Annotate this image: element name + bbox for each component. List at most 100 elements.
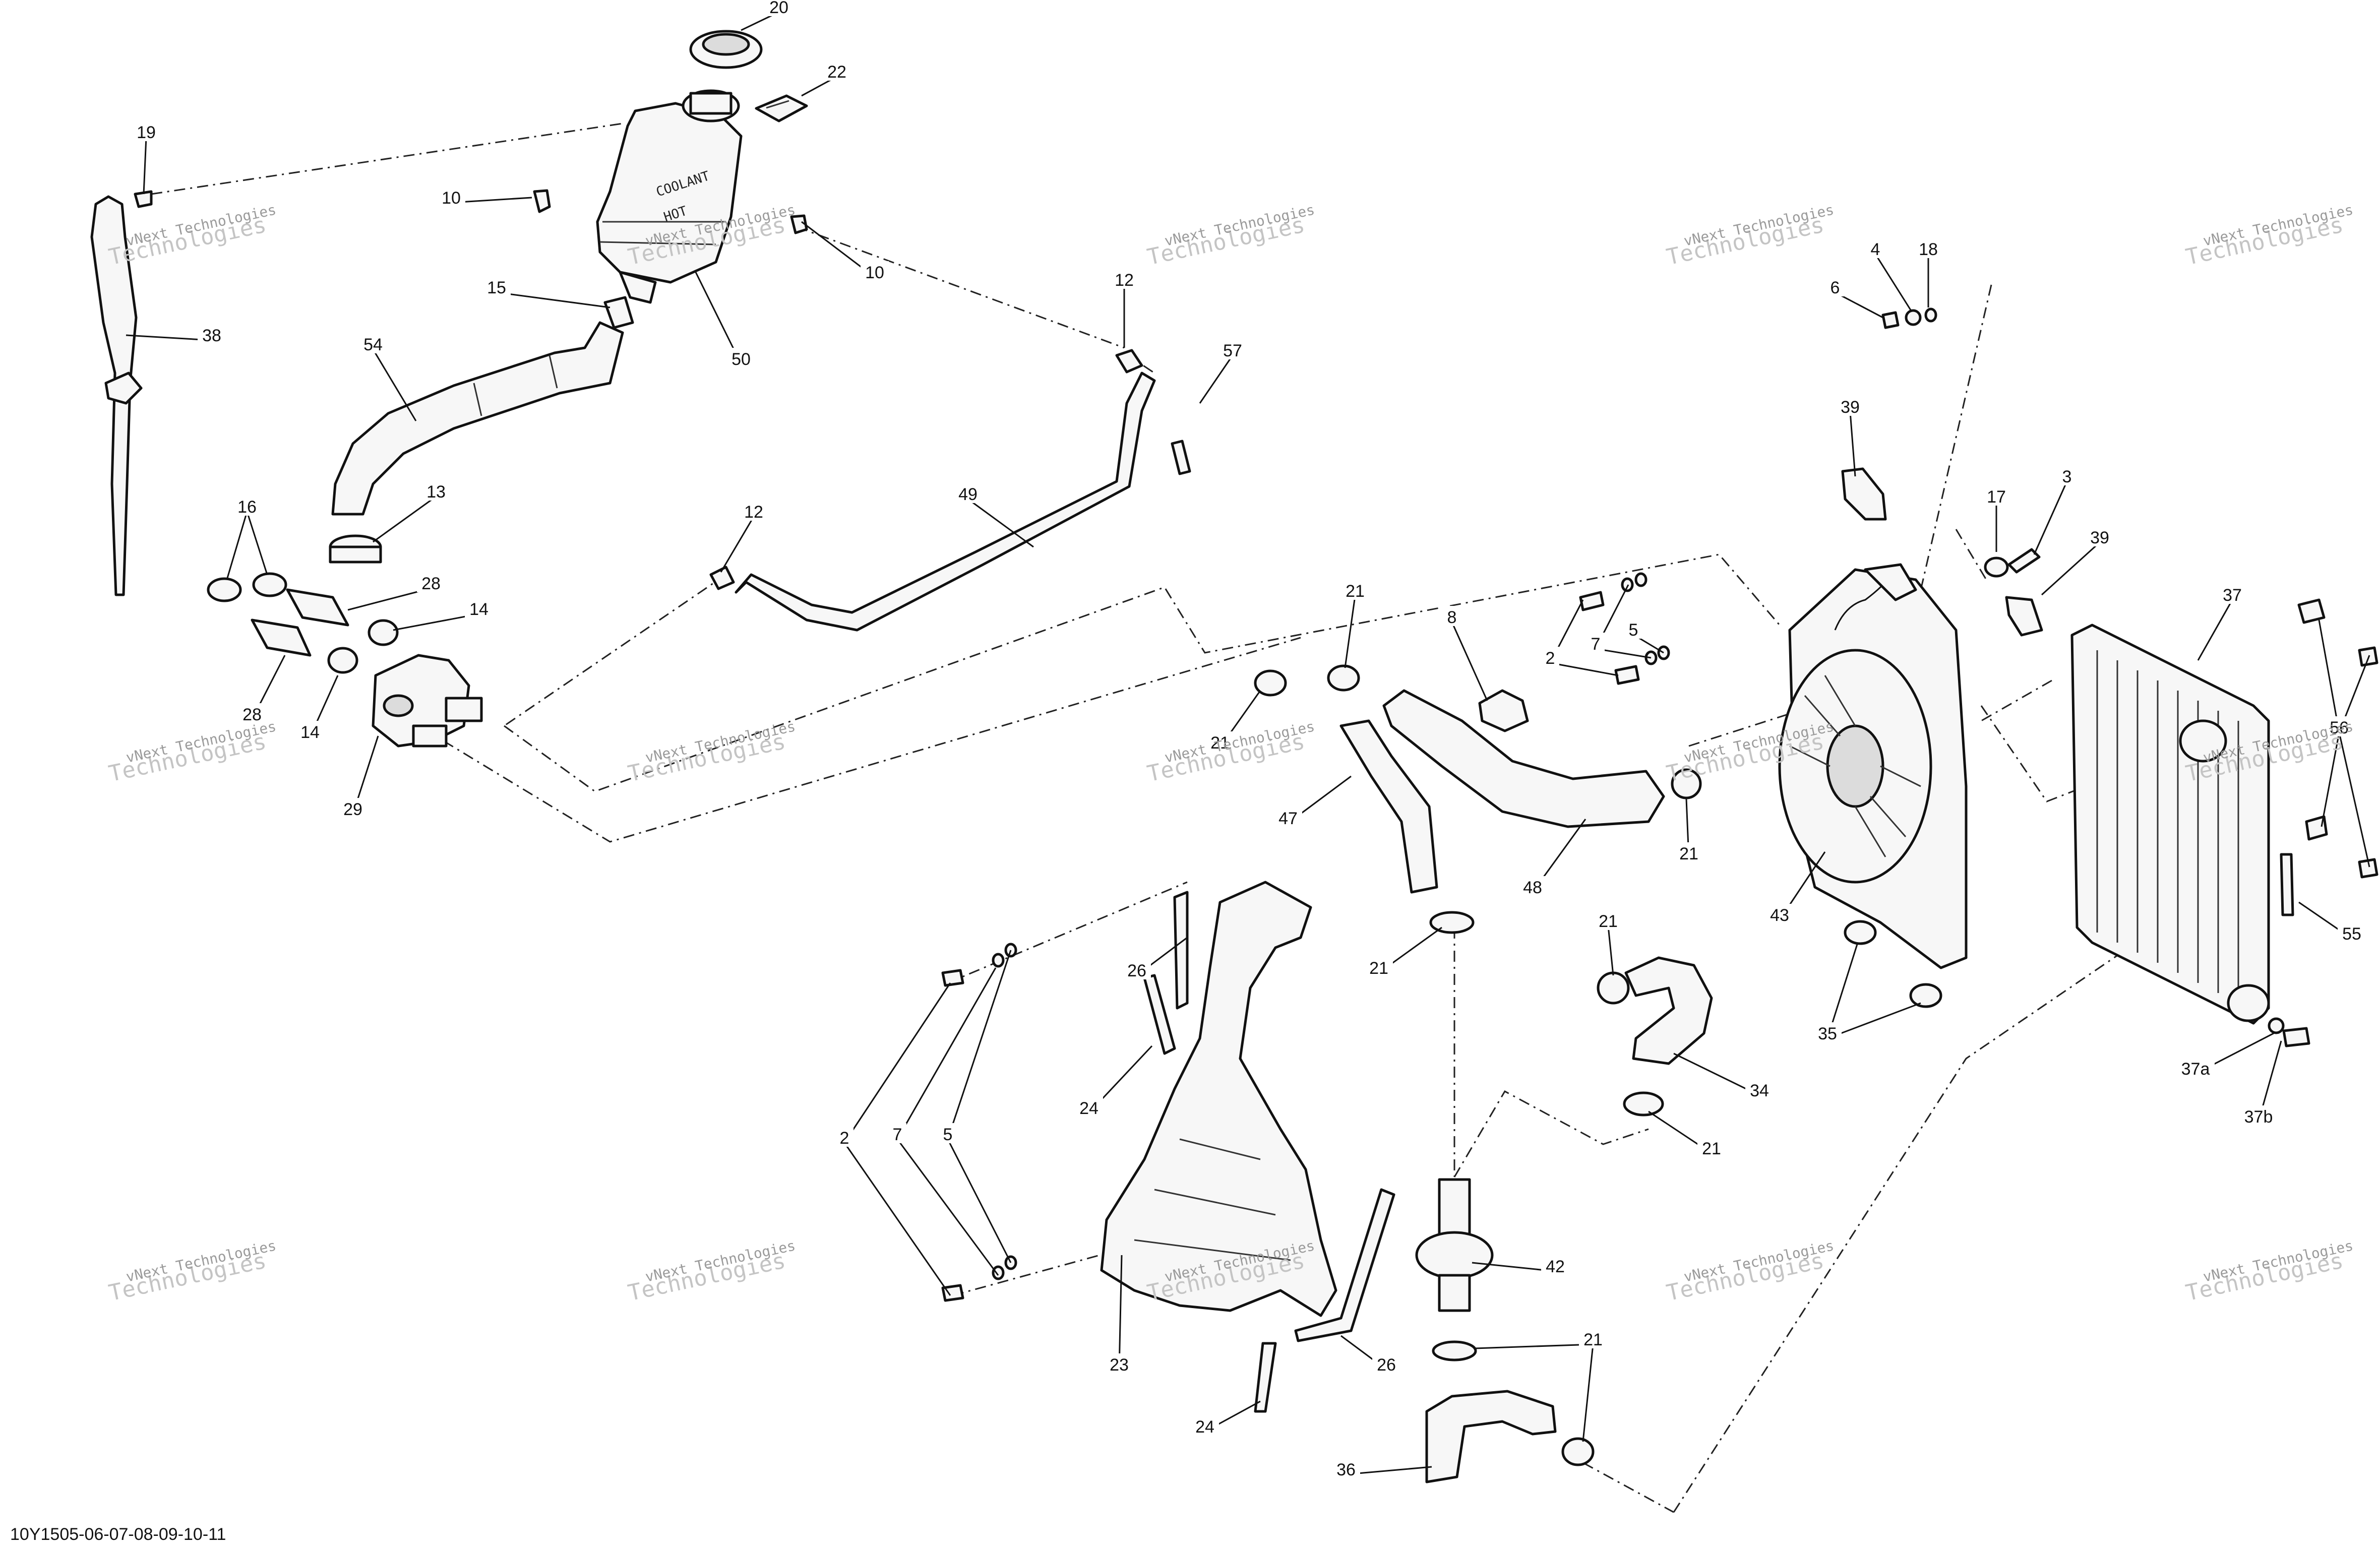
leader-line bbox=[1199, 355, 1234, 404]
callout-48: 48 bbox=[1523, 878, 1542, 897]
leader-line bbox=[1874, 254, 1912, 311]
callout-13: 13 bbox=[426, 482, 446, 502]
callout-2: 2 bbox=[1546, 649, 1555, 668]
callout-background bbox=[939, 1123, 957, 1143]
callout-23: 23 bbox=[1110, 1355, 1129, 1375]
callout-19: 19 bbox=[137, 123, 156, 142]
clamp-21-d bbox=[1429, 911, 1475, 934]
callout-background bbox=[765, 0, 793, 16]
callout-background bbox=[888, 1123, 906, 1143]
radiator-cap-20 bbox=[689, 30, 763, 69]
spacer-57 bbox=[1171, 440, 1191, 475]
callout-background bbox=[1123, 959, 1151, 979]
callout-38: 38 bbox=[202, 326, 221, 345]
callout-21: 21 bbox=[1583, 1330, 1603, 1349]
callout-21: 21 bbox=[1679, 844, 1698, 863]
vent-hose-38 bbox=[90, 190, 153, 596]
callout-background bbox=[1518, 876, 1547, 896]
callout-background bbox=[437, 187, 465, 207]
leader-line bbox=[393, 613, 479, 631]
callout-43: 43 bbox=[1770, 906, 1789, 925]
callout-34: 34 bbox=[1750, 1081, 1769, 1100]
callout-background bbox=[1836, 396, 1864, 416]
clamp-21-f bbox=[1623, 1091, 1664, 1117]
callout-22: 22 bbox=[827, 63, 846, 82]
clamp-16-a bbox=[207, 577, 242, 602]
callout-6: 6 bbox=[1830, 278, 1840, 297]
callout-7: 7 bbox=[1591, 635, 1601, 654]
grommet-35-b bbox=[1909, 983, 1942, 1008]
seal-55 bbox=[2280, 853, 2294, 916]
callout-14: 14 bbox=[300, 723, 320, 742]
callout-12: 12 bbox=[1115, 271, 1134, 290]
fastener-56-c bbox=[2305, 815, 2328, 841]
callout-background bbox=[2086, 526, 2114, 546]
strap-24-lower bbox=[1254, 1342, 1277, 1413]
strap-26-upper bbox=[1173, 891, 1189, 1010]
leader-line bbox=[372, 349, 417, 421]
clamp-13 bbox=[329, 534, 382, 564]
callout-background bbox=[1274, 807, 1302, 827]
callout-55: 55 bbox=[2342, 924, 2361, 944]
hose-49 bbox=[735, 371, 1156, 632]
leader-line bbox=[2318, 619, 2340, 733]
clamp-21-e bbox=[1597, 971, 1630, 1005]
clip-12-lower bbox=[709, 566, 735, 590]
callout-background bbox=[2176, 1058, 2215, 1078]
callout-4: 4 bbox=[1871, 240, 1880, 259]
callout-background bbox=[1541, 647, 1559, 667]
bolt-3 bbox=[2007, 548, 2041, 574]
callout-10: 10 bbox=[865, 263, 884, 282]
leader-line bbox=[947, 950, 1012, 1140]
callout-7: 7 bbox=[893, 1125, 902, 1144]
callout-background bbox=[1191, 1415, 1219, 1436]
coolant-reservoir-50: COOLANT HOT bbox=[596, 89, 743, 304]
callout-background bbox=[417, 572, 445, 592]
leader-line bbox=[1344, 595, 1356, 668]
leader-line bbox=[373, 495, 437, 543]
callout-8: 8 bbox=[1447, 608, 1457, 627]
callout-20: 20 bbox=[769, 0, 788, 17]
leader-line bbox=[1595, 648, 1652, 659]
callout-50: 50 bbox=[731, 350, 751, 369]
callout-background bbox=[1110, 269, 1138, 289]
cooling-fan-43 bbox=[1778, 563, 1968, 969]
leader-line bbox=[2033, 481, 2068, 555]
callout-background bbox=[1372, 1353, 1400, 1374]
callout-39: 39 bbox=[1841, 398, 1860, 417]
hose-clamp-8 bbox=[1478, 689, 1529, 732]
hose-54 bbox=[331, 321, 624, 516]
strap-24-upper bbox=[1143, 974, 1176, 1055]
callout-background bbox=[2058, 465, 2076, 485]
callout-57: 57 bbox=[1223, 341, 1242, 360]
leader-line bbox=[843, 982, 951, 1143]
elbow-hose-36 bbox=[1425, 1390, 1557, 1483]
pipe-28-lower bbox=[251, 618, 312, 657]
leader-line bbox=[1550, 662, 1619, 676]
leader-line bbox=[896, 967, 997, 1140]
callout-21: 21 bbox=[1210, 733, 1230, 753]
callout-26: 26 bbox=[1127, 961, 1146, 980]
callout-29: 29 bbox=[343, 800, 362, 819]
callout-background bbox=[1541, 1255, 1569, 1275]
callout-17: 17 bbox=[1987, 487, 2006, 507]
leader-line bbox=[1346, 1466, 1432, 1475]
thermostat-housing-42 bbox=[1415, 1178, 1494, 1312]
callout-21: 21 bbox=[1599, 912, 1618, 931]
callout-background bbox=[740, 501, 768, 521]
callout-2: 2 bbox=[840, 1129, 849, 1148]
hose-47 bbox=[1339, 719, 1438, 894]
callout-background bbox=[1341, 580, 1369, 600]
callout-54: 54 bbox=[363, 335, 383, 354]
nut-37b bbox=[2282, 1027, 2310, 1047]
callout-background bbox=[296, 721, 324, 741]
clamp-14-lower bbox=[327, 647, 358, 674]
callout-21: 21 bbox=[1369, 959, 1388, 978]
